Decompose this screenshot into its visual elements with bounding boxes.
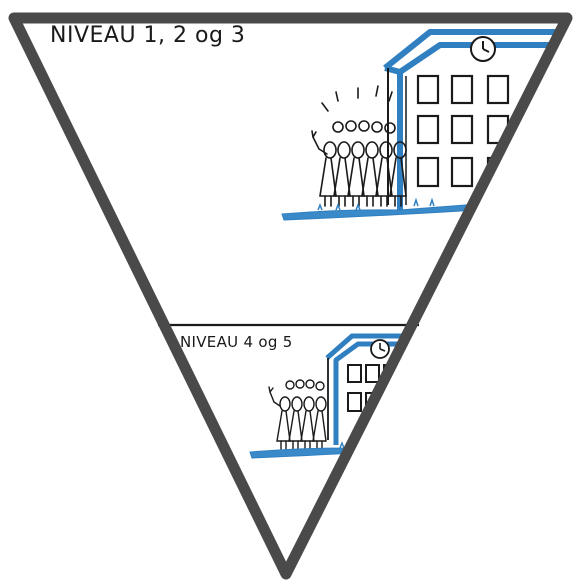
level-4-5-label: NIVEAU 4 og 5 <box>180 333 293 351</box>
cheering-crowd-icon <box>269 380 326 449</box>
school-building-icon <box>385 32 555 210</box>
cheering-crowd-icon <box>312 86 406 206</box>
bottom-illustration <box>250 336 412 458</box>
ground-strip <box>282 204 478 220</box>
level-1-2-3-label: NIVEAU 1, 2 og 3 <box>50 23 245 48</box>
pyramid-outline <box>14 18 567 574</box>
